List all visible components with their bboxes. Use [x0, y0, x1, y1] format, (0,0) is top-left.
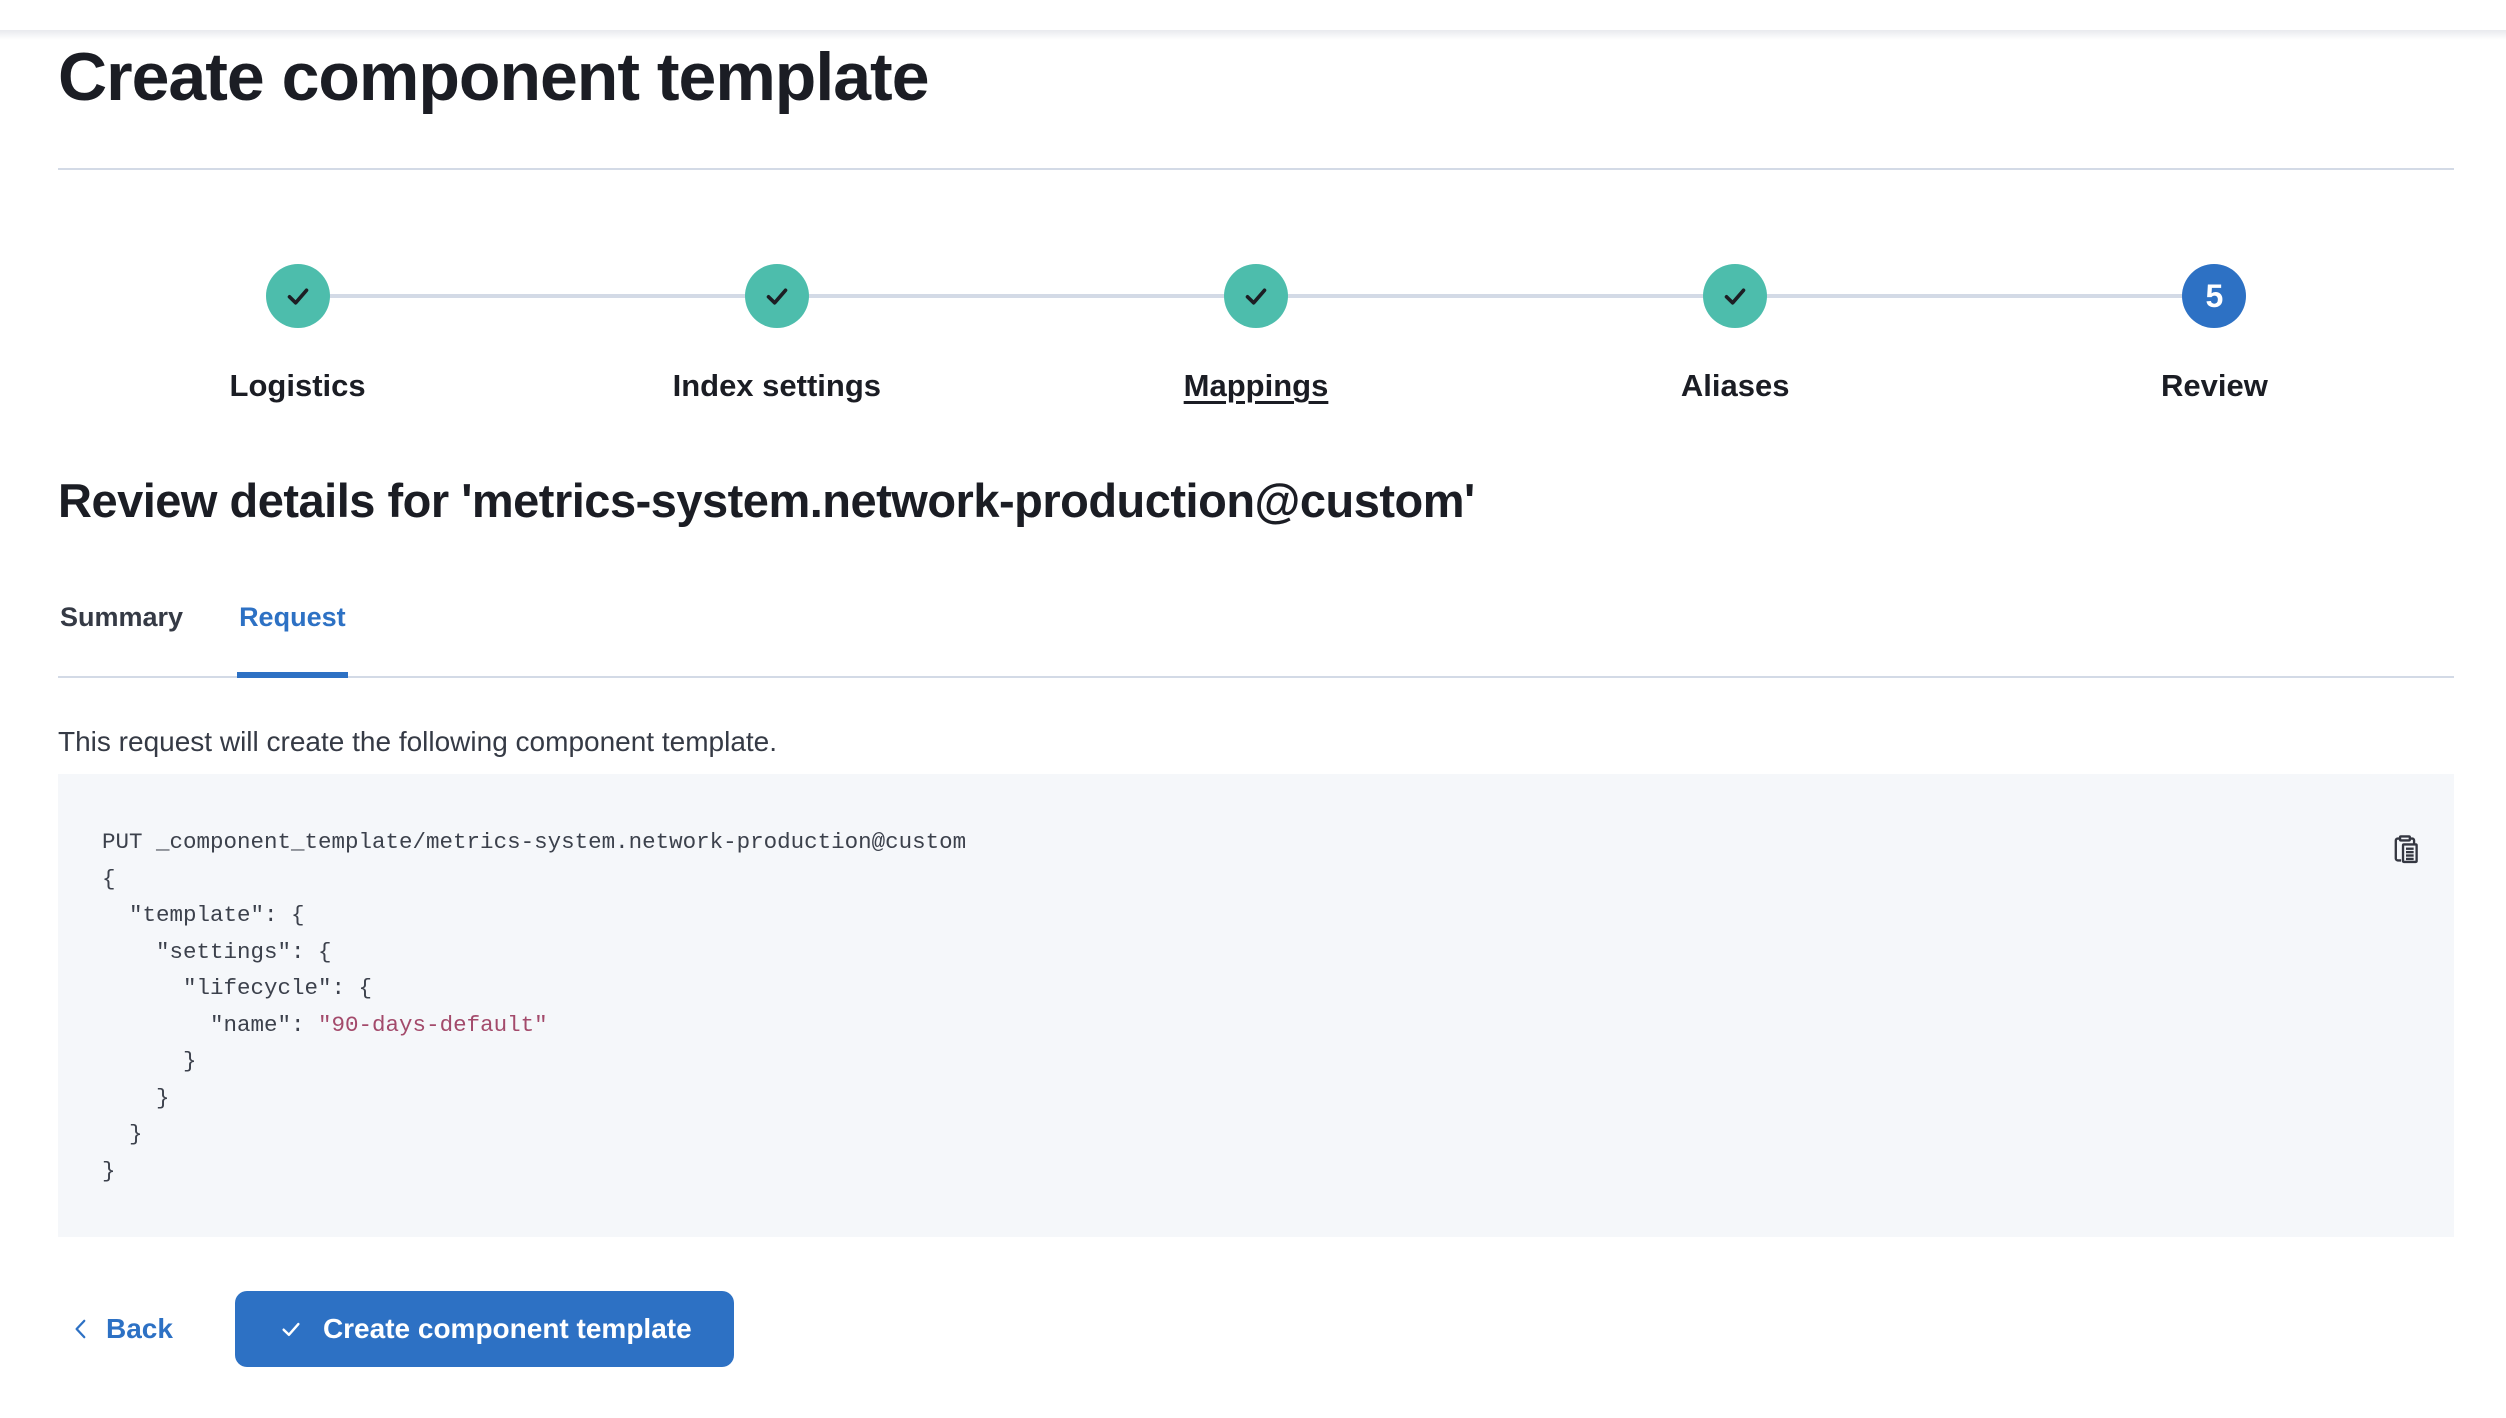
code-line: }	[102, 1048, 197, 1075]
step-label: Index settings	[672, 368, 882, 404]
create-component-template-label: Create component template	[322, 1313, 692, 1345]
chevron-left-icon	[75, 1319, 86, 1339]
check-icon	[282, 1323, 300, 1337]
code-line: }	[102, 1084, 170, 1111]
create-component-template-page: Create component template Logistics Inde…	[0, 30, 2506, 1368]
step-circle-complete	[744, 264, 809, 329]
step-item-mappings[interactable]: Mappings	[1016, 264, 1495, 406]
step-label: Aliases	[1680, 368, 1790, 404]
check-icon	[287, 288, 308, 305]
step-label: Logistics	[229, 368, 366, 404]
code-line: }	[102, 1121, 143, 1148]
step-number: 5	[2205, 277, 2224, 314]
code-line: "template": {	[102, 902, 305, 929]
request-code-block: PUT _component_template/metrics-system.n…	[58, 774, 2454, 1238]
create-component-template-button[interactable]: Create component template	[234, 1291, 734, 1368]
step-progress: Logistics Index settings Mappings Aliase…	[58, 264, 2454, 406]
step-item-index-settings[interactable]: Index settings	[537, 264, 1016, 406]
review-details-heading: Review details for 'metrics-system.netwo…	[58, 474, 1475, 528]
code-line: "lifecycle": {	[102, 975, 373, 1002]
copy-to-clipboard-button[interactable]	[2386, 830, 2426, 870]
step-label: Mappings	[1183, 368, 1329, 404]
step-label: Review	[2160, 368, 2268, 404]
code-line: "settings": {	[102, 938, 332, 965]
step-circle-current: 5	[2182, 264, 2247, 329]
tab-summary[interactable]: Summary	[58, 601, 185, 678]
step-item-aliases[interactable]: Aliases	[1496, 264, 1975, 406]
page-title: Create component template	[58, 39, 930, 115]
code-line: "name": "90-days-default"	[102, 1011, 548, 1038]
check-icon	[1245, 288, 1267, 305]
back-button-label: Back	[106, 1313, 173, 1345]
code-line: }	[102, 1157, 116, 1184]
check-icon	[766, 288, 788, 305]
check-icon	[1724, 288, 1746, 305]
code-line: {	[102, 865, 116, 892]
back-button[interactable]: Back	[58, 1313, 173, 1345]
title-divider	[58, 168, 2454, 171]
code-lines: PUT _component_template/metrics-system.n…	[102, 824, 2354, 1189]
footer-actions: Back Create component template	[58, 1291, 2454, 1368]
step-circle-complete	[265, 264, 330, 329]
tab-request[interactable]: Request	[237, 601, 348, 679]
request-description: This request will create the following c…	[58, 726, 778, 758]
step-circle-complete	[1224, 264, 1288, 329]
step-item-review[interactable]: 5 Review	[1975, 264, 2454, 406]
code-line: PUT _component_template/metrics-system.n…	[102, 829, 967, 856]
step-item-logistics[interactable]: Logistics	[58, 264, 537, 406]
step-circle-complete	[1703, 264, 1768, 329]
clipboard-icon	[2394, 835, 2418, 864]
review-tabs: Summary Request	[58, 601, 2454, 679]
